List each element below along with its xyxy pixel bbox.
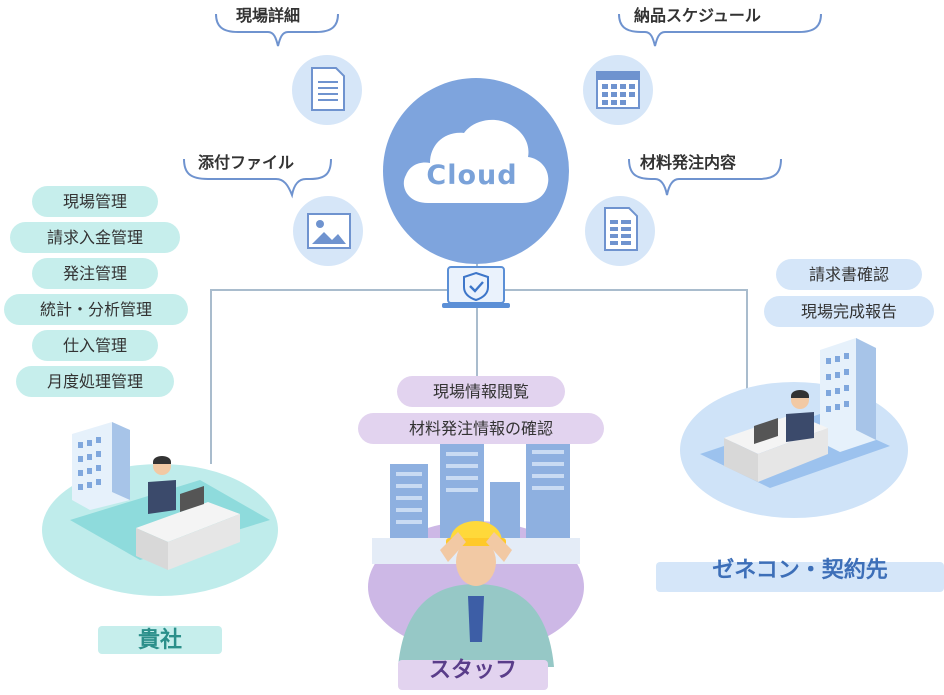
calendar-icon [596, 71, 640, 109]
connector-left [210, 289, 212, 464]
contractor-label: ゼネコン・契約先 [712, 558, 888, 583]
company-feature-6: 月度処理管理 [16, 366, 174, 397]
document-icon [311, 67, 345, 111]
label-delivery-schedule: 納品スケジュール [634, 6, 761, 25]
spreadsheet-icon [604, 207, 638, 251]
staff-label-highlight [398, 660, 548, 690]
staff-city-illustration [368, 430, 584, 667]
connector-right [746, 289, 748, 399]
company-feature-4: 統計・分析管理 [4, 294, 188, 325]
staff-feature-1: 現場情報閲覧 [397, 376, 565, 407]
company-label: 貴社 [137, 628, 182, 653]
image-file-icon [307, 213, 351, 249]
cloud-icon [403, 119, 549, 203]
speech-brace-site-details [215, 13, 339, 47]
speech-brace-attachments [183, 158, 332, 199]
company-office-illustration [42, 422, 278, 596]
staff-label: スタッフ [428, 658, 517, 683]
contractor-feature-2: 現場完成報告 [764, 296, 934, 327]
connector-center [476, 305, 478, 380]
speech-brace-schedule [618, 13, 822, 47]
label-site-details: 現場詳細 [236, 6, 301, 25]
staff-feature-2: 材料発注情報の確認 [358, 413, 604, 444]
contractor-feature-1: 請求書確認 [776, 259, 922, 290]
contractor-label-highlight [656, 562, 944, 592]
contractor-office-illustration [680, 338, 908, 518]
company-feature-3: 発注管理 [32, 258, 158, 289]
connector-cloud [476, 255, 478, 275]
label-attachments: 添付ファイル [198, 153, 295, 172]
security-shield-icon [442, 266, 510, 308]
speech-brace-material [628, 158, 782, 196]
cloud-label: Cloud [426, 160, 518, 191]
company-feature-5: 仕入管理 [32, 330, 158, 361]
company-feature-1: 現場管理 [32, 186, 158, 217]
label-material-order: 材料発注内容 [640, 153, 737, 172]
company-feature-2: 請求入金管理 [10, 222, 180, 253]
company-label-highlight [98, 626, 222, 654]
